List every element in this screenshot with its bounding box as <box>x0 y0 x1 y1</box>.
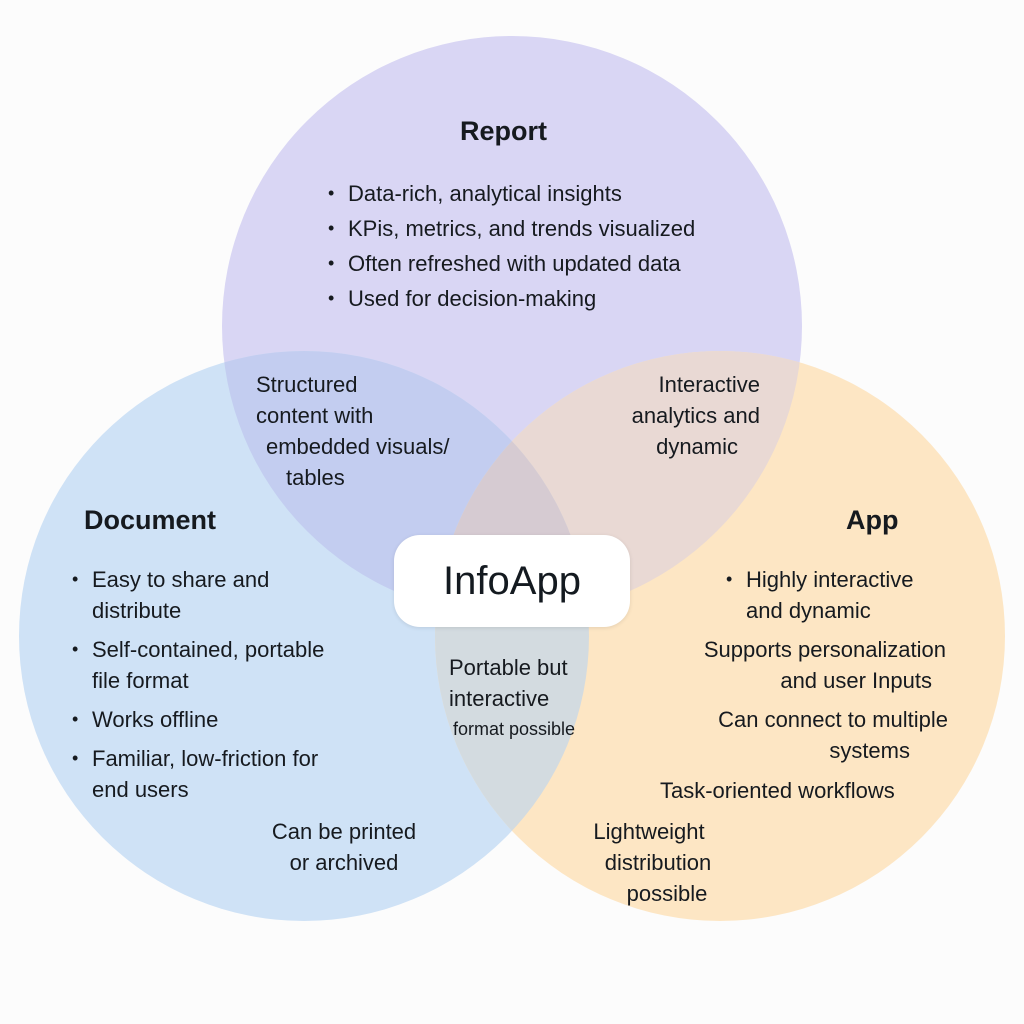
app-plain-item: Task-oriented workflows <box>660 778 895 803</box>
report-app-overlap <box>435 351 802 616</box>
report-document-text: Structured content with embedded visuals… <box>256 372 450 490</box>
document-list: Easy to share and distribute Self-contai… <box>70 564 324 805</box>
report-item: KPis, metrics, and trends visualized <box>326 211 695 246</box>
report-app-text: Interactive analytics and dynamic <box>631 372 760 459</box>
center-label: InfoApp <box>443 558 581 603</box>
document-title: Document <box>84 505 217 535</box>
app-title: App <box>846 505 899 535</box>
report-item: Used for decision-making <box>326 281 695 316</box>
report-item: Data-rich, analytical insights <box>326 176 695 211</box>
app-plain-item: Can connect to multiple systems <box>718 707 948 763</box>
app-item: Highly interactive and dynamic <box>724 564 914 626</box>
report-title: Report <box>460 116 547 146</box>
document-item: Works offline <box>70 704 324 735</box>
report-list: Data-rich, analytical insights KPis, met… <box>326 176 695 316</box>
app-extra: Lightweight distribution possible <box>593 819 712 906</box>
infoapp-center-badge: InfoApp <box>394 535 630 627</box>
document-app-text: Portable but interactive format possible <box>449 655 576 739</box>
document-extra: Can be printed or archived <box>271 819 417 875</box>
app-plain-item: Supports personalization and user Inputs <box>703 637 946 693</box>
document-item: Familiar, low-friction for end users <box>70 743 324 805</box>
document-item: Self-contained, portable file format <box>70 634 324 696</box>
document-item: Easy to share and distribute <box>70 564 324 626</box>
app-list: Highly interactive and dynamic <box>724 564 914 626</box>
report-document-overlap <box>222 351 589 616</box>
report-item: Often refreshed with updated data <box>326 246 695 281</box>
